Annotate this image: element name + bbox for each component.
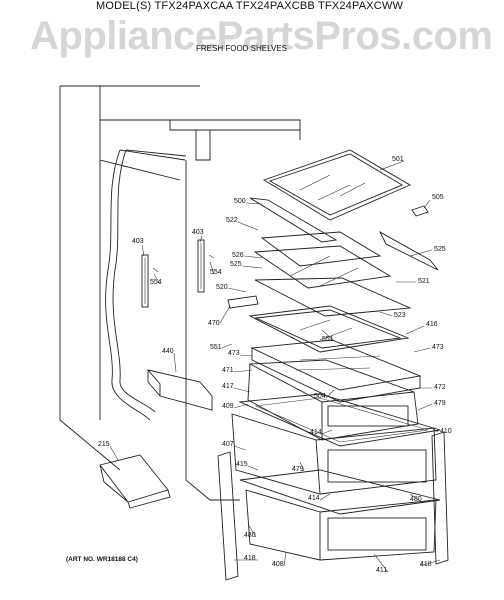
part-label-416: 416 xyxy=(426,321,438,328)
part-label-473: 473 xyxy=(228,350,240,357)
shelf-clip-505 xyxy=(411,205,429,217)
part-label-525: 525 xyxy=(230,261,242,268)
part-label-440: 440 xyxy=(162,348,174,355)
glass-shelf-third xyxy=(248,305,410,353)
glass-shelf-second xyxy=(253,231,412,317)
shelf-bracket-470 xyxy=(227,295,259,309)
part-label-472: 472 xyxy=(434,384,446,391)
part-label-521: 521 xyxy=(418,278,430,285)
shelf-slide-525 xyxy=(378,230,439,271)
part-label-551: 551 xyxy=(322,336,334,343)
art-number: (ART NO. WR18188 C4) xyxy=(66,556,138,563)
drawer-rail-left xyxy=(217,451,239,581)
leader-lines xyxy=(109,160,441,573)
part-label-525: 525 xyxy=(434,246,446,253)
part-label-418: 418 xyxy=(244,555,256,562)
part-label-470: 470 xyxy=(208,320,220,327)
part-label-215: 215 xyxy=(98,441,110,448)
shelf-rail-left xyxy=(141,254,149,308)
part-label-411: 411 xyxy=(376,567,387,574)
part-label-500: 500 xyxy=(234,198,246,205)
part-label-410: 410 xyxy=(440,428,452,435)
cabinet-outline xyxy=(59,85,301,501)
part-label-408: 408 xyxy=(272,561,284,568)
glass-shelf-top xyxy=(249,149,411,243)
part-label-409: 409 xyxy=(222,403,234,410)
part-label-479: 479 xyxy=(292,466,304,473)
part-label-479: 479 xyxy=(434,400,446,407)
part-label-471: 471 xyxy=(222,367,234,374)
part-label-526: 526 xyxy=(232,252,244,259)
part-label-501: 501 xyxy=(392,156,404,163)
part-label-417: 417 xyxy=(222,383,234,390)
shelf-rail-right xyxy=(197,239,205,293)
part-label-403: 403 xyxy=(132,238,144,245)
dairy-bin xyxy=(99,454,171,509)
part-label-480: 480 xyxy=(410,496,422,503)
part-label-522: 522 xyxy=(226,217,238,224)
drawer-rail-right xyxy=(431,431,449,565)
diagram-title: FRESH FOOD SHELVES xyxy=(196,44,287,53)
part-label-415: 415 xyxy=(236,461,248,468)
part-label-403: 403 xyxy=(192,229,204,236)
part-label-407: 407 xyxy=(222,441,234,448)
part-label-520: 520 xyxy=(216,284,228,291)
middle-drawer xyxy=(231,413,437,495)
part-label-504: 504 xyxy=(314,393,326,400)
part-label-554: 554 xyxy=(150,279,162,286)
glass-shelf-middle xyxy=(238,393,441,447)
part-label-554: 554 xyxy=(210,269,222,276)
part-label-505: 505 xyxy=(432,194,444,201)
lower-drawer xyxy=(245,489,437,561)
upper-drawer xyxy=(247,359,419,441)
part-label-414: 414 xyxy=(310,429,322,436)
part-label-473: 473 xyxy=(432,344,444,351)
watermark: AppliancePartsPros.com xyxy=(30,14,493,58)
rail-screws xyxy=(152,254,215,273)
model-numbers: MODEL(S) TFX24PAXCAA TFX24PAXCBB TFX24PA… xyxy=(96,0,404,12)
part-label-414: 414 xyxy=(308,495,320,502)
part-label-523: 523 xyxy=(394,312,406,319)
crisper-cover-support xyxy=(147,369,213,411)
part-number-labels: 501 505 500 522 526 525 525 521 520 523 … xyxy=(98,156,452,574)
glass-shelf-lower xyxy=(239,469,441,515)
part-label-551: 551 xyxy=(210,344,222,351)
part-label-480: 480 xyxy=(244,532,256,539)
